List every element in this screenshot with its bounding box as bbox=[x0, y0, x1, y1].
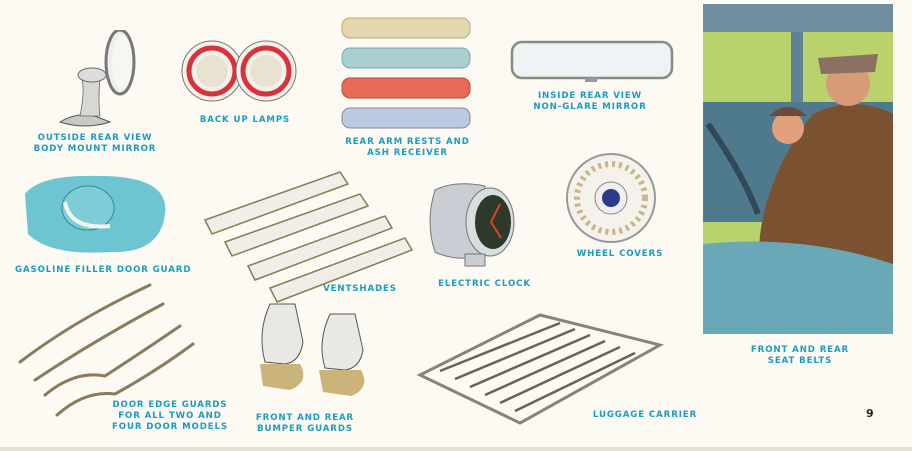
inside-mirror-illustration bbox=[510, 40, 674, 82]
backup-lamps-label: BACK UP LAMPS bbox=[199, 115, 291, 125]
bumper-guards-illustration bbox=[260, 303, 365, 396]
inside-mirror-label: INSIDE REAR VIEW NON-GLARE MIRROR bbox=[533, 91, 647, 112]
luggage-carrier-illustration bbox=[416, 313, 665, 425]
arm-rests-label: REAR ARM RESTS AND ASH RECEIVER bbox=[345, 137, 470, 158]
gas-filler-guard-label: GASOLINE FILLER DOOR GUARD bbox=[15, 265, 192, 275]
electric-clock-label: ELECTRIC CLOCK bbox=[438, 279, 531, 289]
seat-belts-label: FRONT AND REAR SEAT BELTS bbox=[750, 345, 850, 366]
page-edge bbox=[0, 447, 912, 451]
page-number: 9 bbox=[866, 407, 874, 420]
arm-rests-illustration bbox=[341, 17, 471, 129]
outside-mirror-label: OUTSIDE REAR VIEW BODY MOUNT MIRROR bbox=[33, 133, 157, 154]
ventshades-label: VENTSHADES bbox=[323, 284, 397, 294]
wheel-covers-illustration bbox=[566, 153, 656, 243]
door-edge-guards-label: DOOR EDGE GUARDS FOR ALL TWO AND FOUR DO… bbox=[111, 400, 229, 432]
seat-belts-photo bbox=[703, 4, 893, 334]
electric-clock-illustration bbox=[429, 183, 515, 267]
ventshades-illustration bbox=[203, 171, 414, 303]
gas-filler-guard-illustration bbox=[25, 175, 166, 253]
backup-lamps-illustration bbox=[181, 40, 297, 102]
luggage-carrier-label: LUGGAGE CARRIER bbox=[592, 410, 698, 420]
door-edge-guards-illustration bbox=[18, 283, 195, 417]
bumper-guards-label: FRONT AND REAR BUMPER GUARDS bbox=[255, 413, 355, 434]
seat-belts-illustration bbox=[703, 4, 893, 334]
outside-mirror-illustration bbox=[58, 30, 136, 127]
wheel-covers-label: WHEEL COVERS bbox=[576, 249, 664, 259]
